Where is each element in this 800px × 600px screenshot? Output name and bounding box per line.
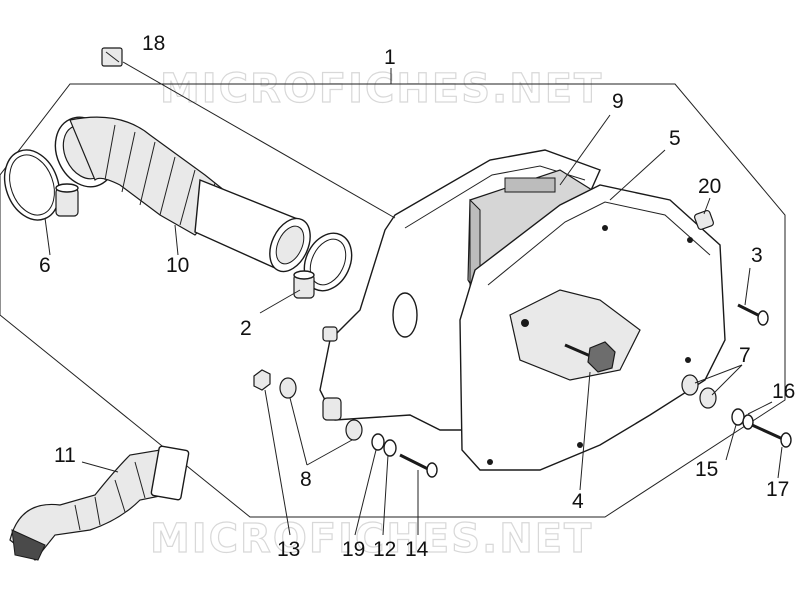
callout-19: 19 [342,538,365,561]
part-3-screw [737,303,769,326]
callout-18: 18 [142,32,165,55]
part-15-washer [731,408,745,426]
callout-4: 4 [572,490,584,513]
part-7-grommets [681,374,717,409]
callout-1: 1 [384,46,396,69]
part-19-washer [371,433,385,451]
part-6-hose-clamp [3,149,79,221]
part-13-nut [253,369,271,391]
part-14-bolt [399,453,438,478]
callout-11: 11 [54,444,76,467]
watermark-top: MICROFICHES.NET [160,66,603,112]
part-11-intake-duct [9,445,190,561]
callout-2: 2 [240,317,252,340]
callout-7: 7 [739,344,751,367]
watermark-bottom: MICROFICHES.NET [150,516,593,562]
part-10-intake-hose [54,116,311,273]
callout-13: 13 [277,538,300,561]
part-16-17-bolt [742,414,792,448]
leader-lines [44,61,783,536]
part-18-clip [101,47,123,67]
callout-20: 20 [698,175,721,198]
callout-14: 14 [405,538,429,561]
callout-8: 8 [300,468,312,491]
callout-labels: 18 1 9 5 20 3 6 10 2 7 16 11 15 8 4 17 1… [39,32,795,561]
callout-15: 15 [695,458,718,481]
callout-6: 6 [39,254,51,277]
callout-3: 3 [751,244,763,267]
callout-5: 5 [669,127,681,150]
callout-16: 16 [772,380,795,403]
assembly-outline [0,83,786,518]
part-4-knob-screw [564,341,616,373]
callout-17: 17 [766,478,789,501]
part-2-hose-clamp [293,232,353,299]
part-20-bushing [693,209,715,231]
callout-9: 9 [612,90,624,113]
part-12-washer [383,439,397,457]
callout-10: 10 [166,254,189,277]
callout-12: 12 [373,538,396,561]
part-8-spacers [279,377,363,441]
